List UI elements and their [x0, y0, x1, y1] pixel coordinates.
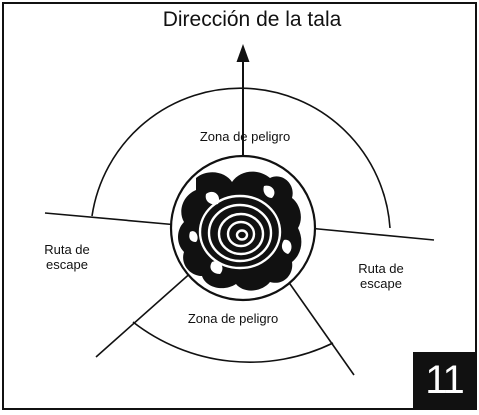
- stump-growth-rings: [198, 194, 282, 270]
- felling-direction-label: Dirección de la tala: [162, 8, 342, 31]
- stump-cross-section: [169, 154, 317, 302]
- notch-line-left: [44, 212, 179, 226]
- felling-direction-arrow-head: [236, 44, 250, 62]
- notch-line-right: [307, 227, 435, 241]
- danger-zone-top-label: Zona de peligro: [199, 129, 291, 144]
- figure-border: [2, 2, 477, 410]
- danger-zone-top-arc: [91, 87, 391, 229]
- danger-boundary-left: [95, 269, 195, 358]
- figure-number-badge: 11: [413, 352, 475, 408]
- escape-route-left-label: Ruta de escape: [44, 242, 90, 272]
- danger-zone-bottom-arc: [132, 321, 334, 363]
- danger-zone-bottom-label: Zona de peligro: [187, 311, 279, 326]
- danger-boundary-right: [282, 273, 355, 376]
- escape-route-right-label: Ruta de escape: [358, 261, 404, 291]
